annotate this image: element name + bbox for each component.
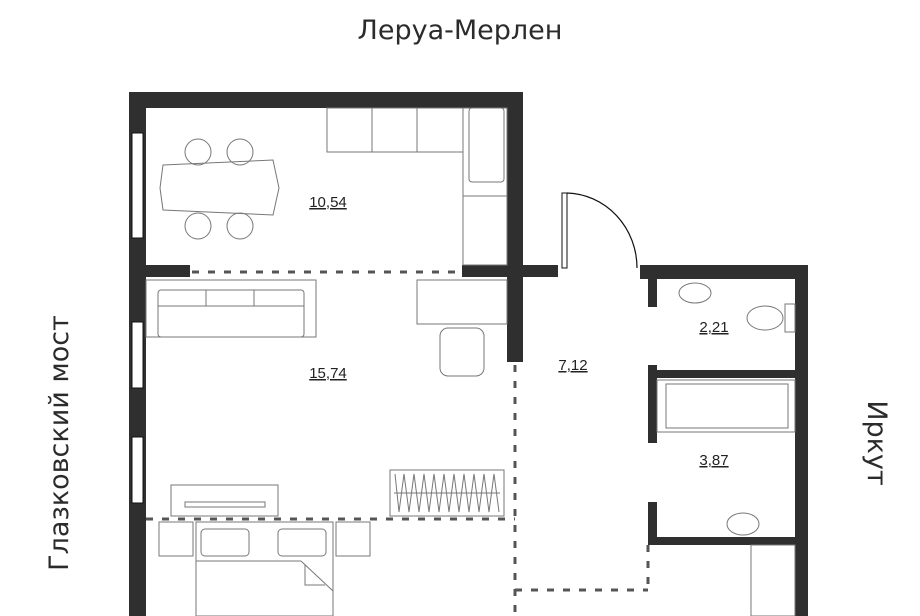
kitchen-furniture (159, 107, 508, 266)
room-area-toilet: 2,21 (699, 319, 728, 336)
bed (158, 521, 371, 616)
room-area-hallway: 7,12 (558, 357, 587, 374)
bathroom-fixtures (656, 282, 796, 616)
windows (131, 132, 144, 504)
label-right-landmark: Иркут (861, 400, 892, 485)
label-left-landmark: Глазковский мост (44, 315, 75, 571)
zone-dividers (146, 270, 650, 616)
room-area-living: 15,74 (309, 365, 347, 382)
room-area-bathroom: 3,87 (699, 452, 728, 469)
label-top-landmark: Леруа-Мерлен (358, 15, 563, 46)
entrance-door[interactable] (561, 192, 638, 269)
room-area-kitchen: 10,54 (309, 194, 347, 211)
living-furniture (145, 279, 508, 517)
